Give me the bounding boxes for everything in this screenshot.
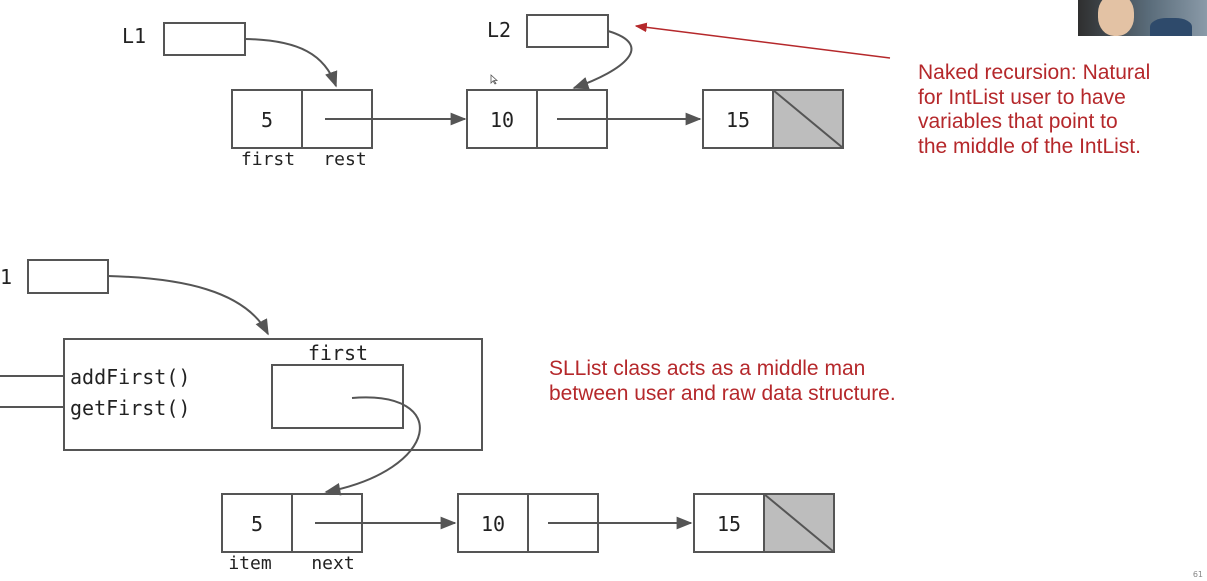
top-l1-arrow [244, 38, 338, 88]
method-addfirst: addFirst() [70, 365, 190, 389]
top-node1-value: 5 [261, 108, 273, 132]
sllist-first-field-box [271, 364, 404, 429]
mouse-cursor-icon [490, 74, 499, 85]
top-l1-box [163, 22, 246, 56]
top-rest-label: rest [323, 149, 366, 170]
top-null-slash [772, 89, 844, 149]
top-l2-label: L2 [487, 18, 511, 42]
naked-recursion-note: Naked recursion: Natural for IntList use… [918, 61, 1151, 158]
method-getfirst: getFirst() [70, 396, 190, 420]
presenter-shirt [1150, 18, 1192, 36]
top-l2-box [526, 14, 609, 48]
top-l1-label: L1 [122, 24, 146, 48]
bottom-node2-value: 10 [481, 512, 505, 536]
bottom-l1-label: L1 [0, 265, 12, 289]
sllist-object-box [63, 338, 483, 451]
top-first-label: first [241, 149, 295, 170]
top-node3-value: 15 [726, 108, 750, 132]
bottom-l1-box [27, 259, 109, 294]
bottom-null-slash [763, 493, 835, 553]
bottom-next-label: next [311, 553, 354, 574]
top-l2-arrow [572, 30, 633, 90]
bottom-item-label: item [228, 553, 271, 574]
slide-number: 61 [1192, 570, 1203, 579]
top-node2-value: 10 [490, 108, 514, 132]
bottom-node3-value: 15 [717, 512, 741, 536]
sllist-first-label: first [308, 341, 368, 365]
bottom-node1-value: 5 [251, 512, 263, 536]
annotation-arrow [634, 22, 891, 59]
sllist-middle-man-note: SLList class acts as a middle man betwee… [549, 357, 896, 405]
sllist-first-arrow [324, 396, 421, 496]
presenter-face [1098, 0, 1134, 36]
bottom-l1-arrow [107, 275, 269, 336]
presenter-webcam [1078, 0, 1207, 36]
